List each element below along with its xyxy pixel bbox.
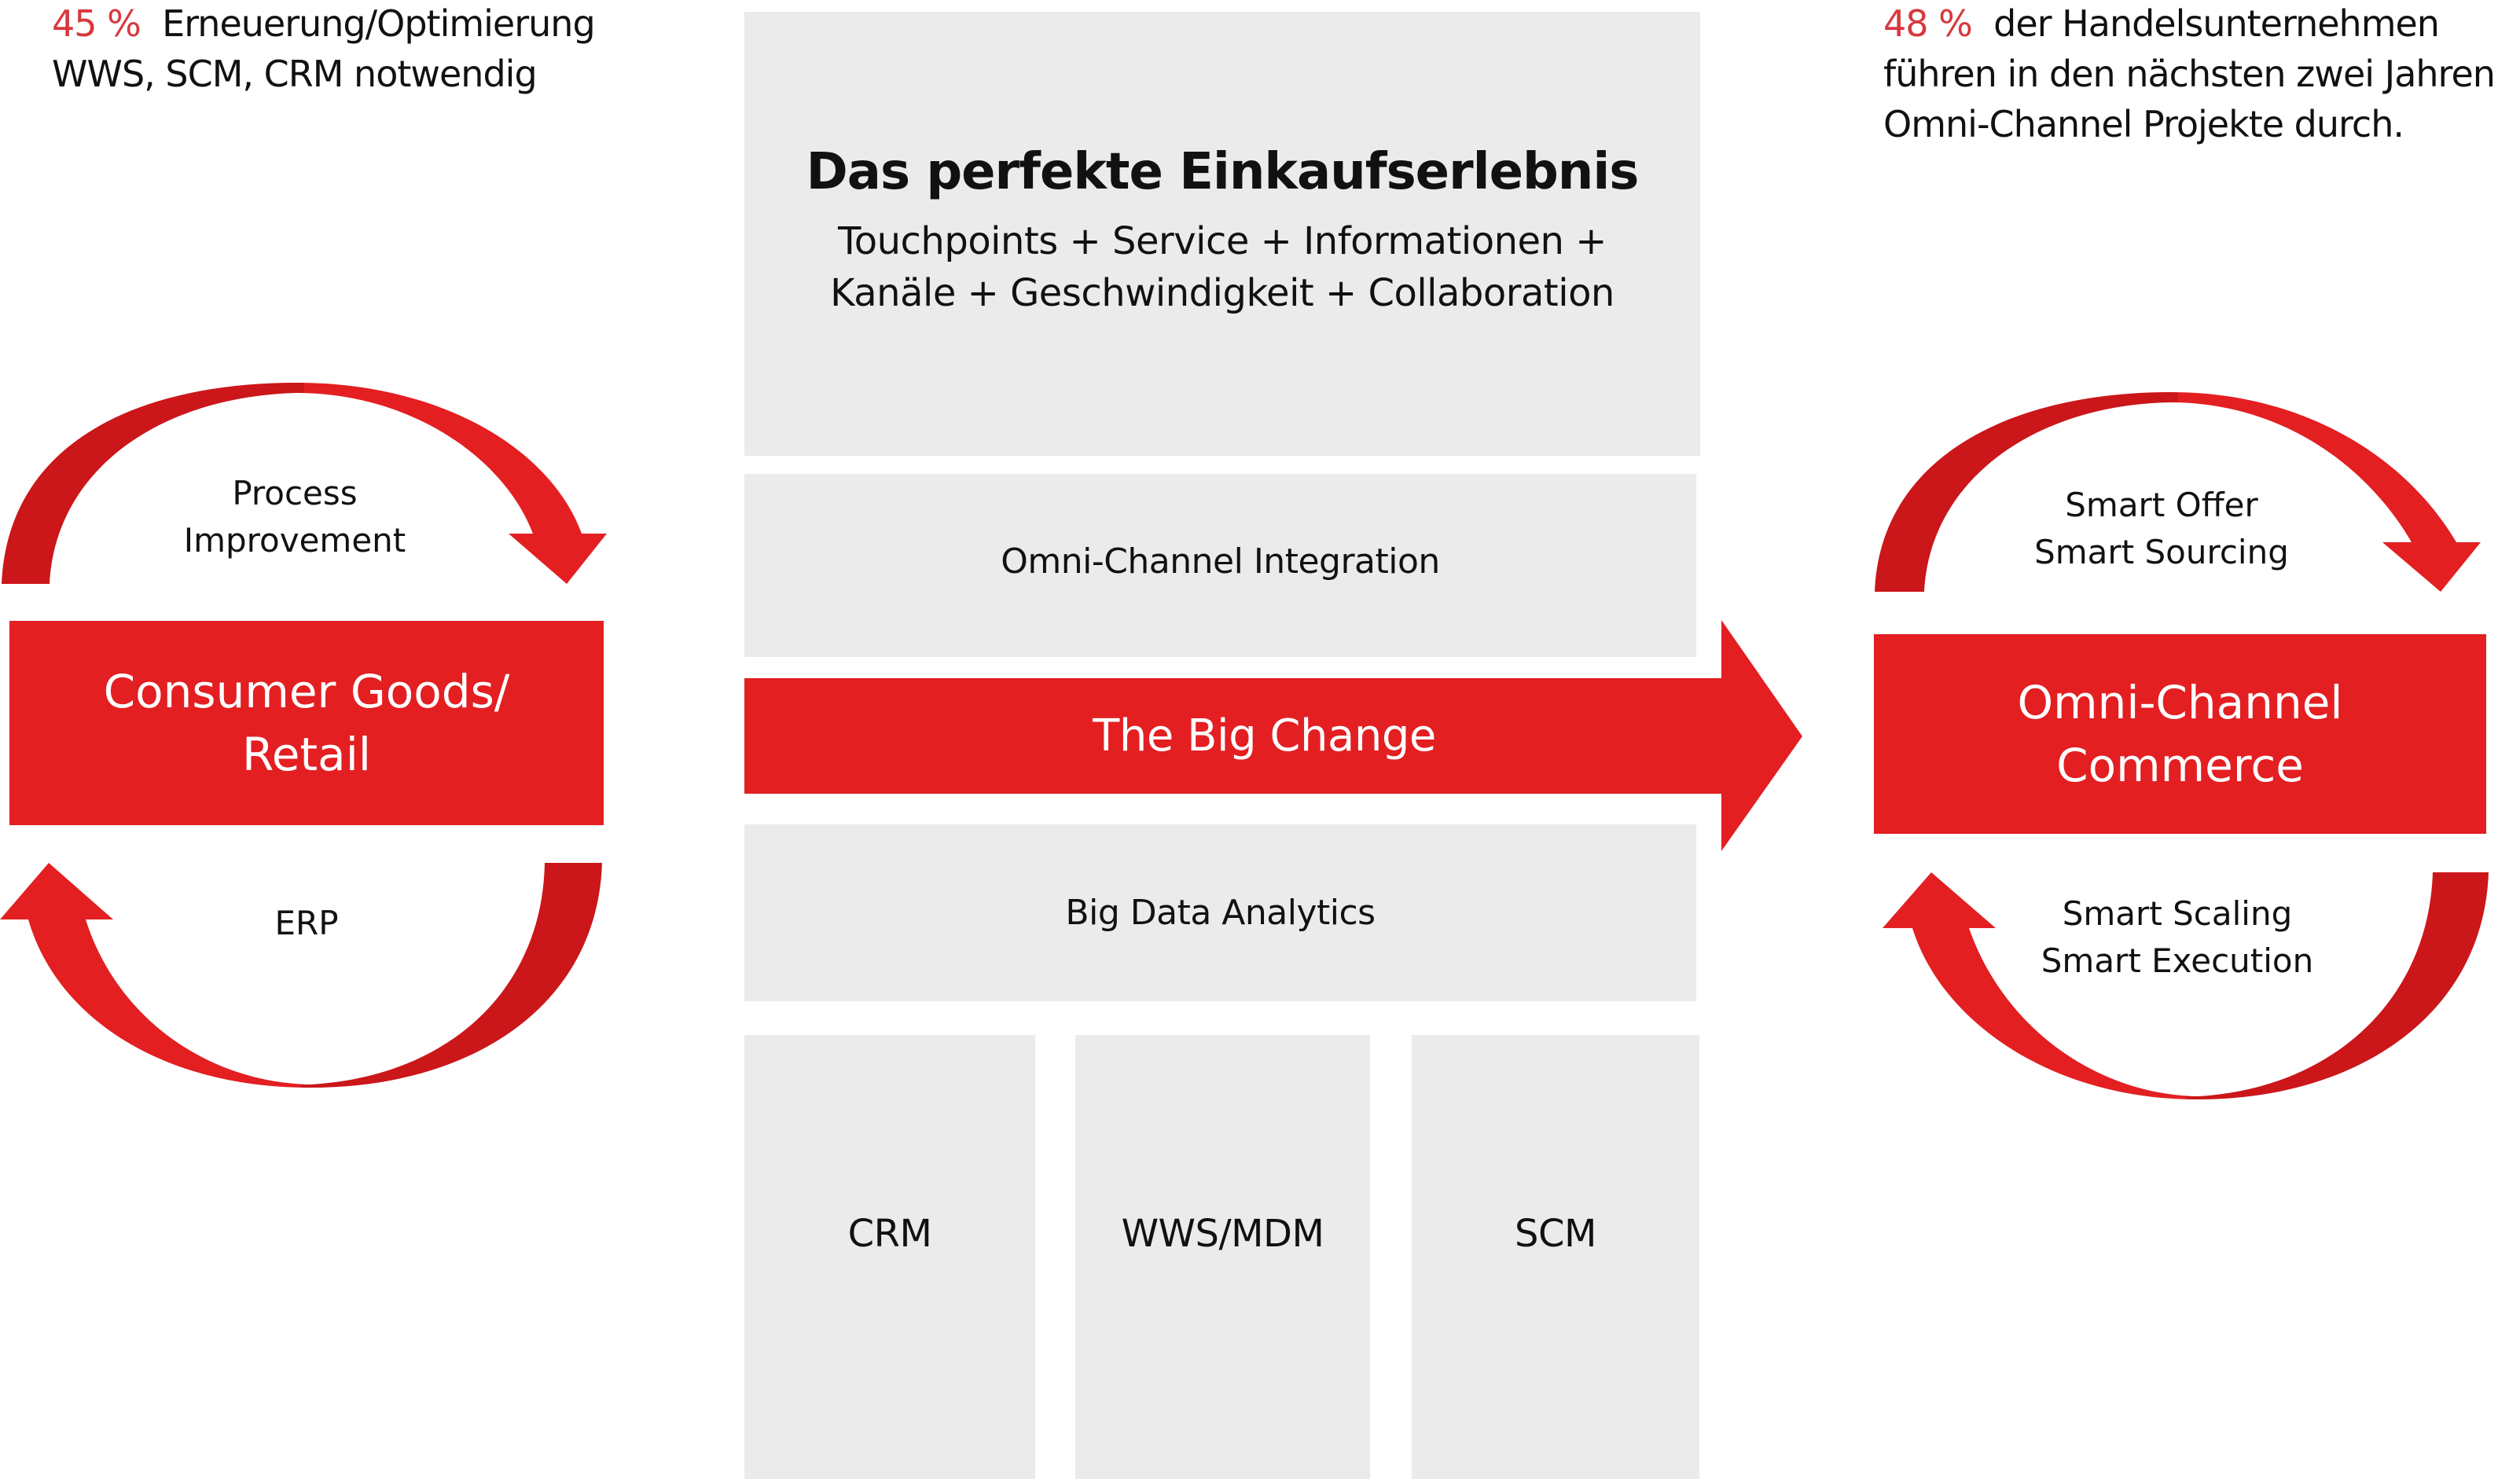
pillar-wws-mdm: WWS/MDM <box>1075 1035 1370 1479</box>
smart-sourcing-line: Smart Sourcing <box>2034 533 2289 571</box>
big-change-label: The Big Change <box>1093 710 1436 762</box>
pillar-crm-label: CRM <box>847 1211 932 1256</box>
right-statistic-line2: führen in den nächsten zwei Jahren <box>1883 53 2496 95</box>
erp-label: ERP <box>274 904 339 942</box>
right-top-curved-arrow-icon <box>1875 392 2481 592</box>
pillar-scm: SCM <box>1412 1035 1699 1479</box>
right-statistic-line1: 48 % der Handelsunternehmen <box>1883 0 2495 49</box>
process-improvement-line1: Process <box>232 474 358 512</box>
right-statistic-line3: Omni-Channel Projekte durch. <box>1883 103 2404 145</box>
consumer-goods-retail-box: Consumer Goods/ Retail <box>9 621 604 825</box>
analytics-band: Big Data Analytics <box>744 824 1696 1001</box>
left-bottom-curved-arrow-icon <box>0 863 602 1088</box>
left-statistic-percent: 45 % <box>52 2 141 45</box>
experience-headline: Das perfekte Einkaufserlebnis <box>806 142 1640 201</box>
right-statistic-text: der Handelsunternehmen <box>1993 2 2440 45</box>
smart-execution-line: Smart Execution <box>2041 941 2314 980</box>
integration-band: Omni-Channel Integration <box>744 474 1696 657</box>
pillar-scm-label: SCM <box>1515 1211 1596 1256</box>
experience-subline-1: Touchpoints + Service + Informationen + <box>838 218 1607 263</box>
smart-offer-sourcing-label: Smart Offer Smart Sourcing <box>2004 482 2319 576</box>
smart-scaling-line: Smart Scaling <box>2062 894 2293 933</box>
pillar-crm: CRM <box>744 1035 1035 1479</box>
big-change-label-container: The Big Change <box>744 678 1721 794</box>
process-improvement-line2: Improvement <box>183 521 406 560</box>
pillar-wws-mdm-label: WWS/MDM <box>1121 1211 1324 1256</box>
consumer-goods-line2: Retail <box>242 728 371 781</box>
consumer-goods-line1: Consumer Goods/ <box>103 665 510 718</box>
omni-channel-commerce-line1: Omni-Channel <box>2017 676 2343 729</box>
big-right-arrow-icon <box>744 620 1802 851</box>
right-statistic: 48 % der Handelsunternehmen führen in de… <box>1883 0 2496 149</box>
left-top-curved-arrow-icon <box>2 383 607 584</box>
analytics-band-label: Big Data Analytics <box>1065 893 1376 933</box>
experience-panel: Das perfekte Einkaufserlebnis Touchpoint… <box>744 12 1700 456</box>
omni-channel-commerce-line2: Commerce <box>2056 739 2304 792</box>
right-bottom-curved-arrow-icon <box>1883 872 2489 1099</box>
integration-band-label: Omni-Channel Integration <box>1001 541 1440 582</box>
smart-scaling-execution-label: Smart Scaling Smart Execution <box>2020 890 2334 985</box>
left-statistic-text: Erneuerung/Optimierung <box>162 2 596 45</box>
process-improvement-label: Process Improvement <box>177 470 413 564</box>
experience-subline-2: Kanäle + Geschwindigkeit + Collaboration <box>830 270 1614 315</box>
right-statistic-percent: 48 % <box>1883 2 1973 45</box>
omni-channel-commerce-box: Omni-Channel Commerce <box>1874 634 2486 834</box>
left-statistic: 45 % Erneuerung/Optimierung WWS, SCM, CR… <box>52 0 596 99</box>
left-statistic-line2: WWS, SCM, CRM notwendig <box>52 53 538 95</box>
left-statistic-line1: 45 % Erneuerung/Optimierung <box>52 0 596 49</box>
smart-offer-line: Smart Offer <box>2065 486 2258 524</box>
